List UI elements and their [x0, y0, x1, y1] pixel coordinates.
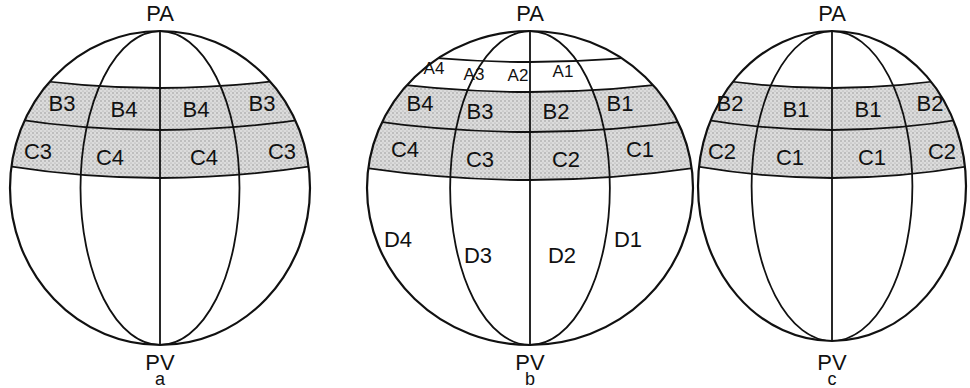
- meridian-line: [530, 31, 610, 345]
- cell-label: B2: [917, 93, 944, 115]
- latitude-line: [678, 163, 970, 178]
- embryo-sphere: [0, 31, 330, 345]
- meridian-line: [160, 31, 239, 345]
- pole-label: PA: [146, 3, 174, 25]
- cell-label: C1: [858, 147, 886, 169]
- cell-label: C3: [268, 141, 296, 163]
- meridian-line: [831, 31, 833, 341]
- cell-label: C4: [391, 139, 419, 161]
- cell-label: C4: [96, 147, 124, 169]
- cell-label: B1: [783, 99, 810, 121]
- cell-label: D2: [548, 245, 576, 267]
- pole-label: PA: [818, 3, 846, 25]
- cell-label: B4: [183, 99, 210, 121]
- embryo-sphere: [678, 31, 970, 341]
- meridian-line: [450, 31, 530, 345]
- cell-label: A4: [424, 60, 445, 77]
- shaded-band: [0, 73, 330, 178]
- cell-label: C3: [24, 141, 52, 163]
- cell-label: C3: [466, 149, 494, 171]
- meridian-line: [80, 31, 160, 345]
- cell-label: C1: [626, 139, 654, 161]
- meridian-line: [752, 31, 832, 341]
- cell-label: B2: [717, 93, 744, 115]
- cell-label: D3: [464, 245, 492, 267]
- latitude-line: [0, 115, 330, 130]
- cell-label: C2: [552, 149, 580, 171]
- cell-label: B4: [407, 93, 434, 115]
- sphere-outline: [10, 31, 310, 345]
- cell-label: B4: [111, 99, 138, 121]
- cell-label: A2: [508, 67, 529, 84]
- cell-label: B3: [467, 101, 494, 123]
- cell-label: A1: [553, 63, 574, 80]
- cell-label: C2: [928, 141, 956, 163]
- cell-label: A3: [464, 66, 485, 83]
- cell-label: B1: [607, 93, 634, 115]
- cell-label: B1: [855, 99, 882, 121]
- cell-label: B3: [49, 93, 76, 115]
- cell-label: C4: [190, 147, 218, 169]
- shaded-band: [678, 73, 970, 178]
- cell-label: D1: [614, 229, 642, 251]
- sphere-surface: [0, 31, 330, 345]
- cell-label: B2: [543, 101, 570, 123]
- sphere-surface: [678, 31, 970, 341]
- cell-label: D4: [384, 229, 412, 251]
- sphere-outline: [367, 31, 693, 345]
- meridian-line: [832, 31, 912, 341]
- latitude-line: [0, 163, 330, 178]
- embryo-sphere: [347, 31, 713, 345]
- meridian-line: [529, 31, 531, 345]
- sphere-surface: [347, 31, 713, 345]
- cell-label: C1: [776, 147, 804, 169]
- panel-letter: c: [828, 370, 837, 388]
- meridian-line: [159, 31, 161, 345]
- panel-letter: a: [155, 370, 165, 388]
- cell-label: B3: [249, 93, 276, 115]
- pole-label: PA: [516, 3, 544, 25]
- sphere-outline: [698, 31, 966, 341]
- latitude-line: [678, 115, 970, 130]
- cell-label: C2: [708, 141, 736, 163]
- panel-letter: b: [525, 370, 535, 388]
